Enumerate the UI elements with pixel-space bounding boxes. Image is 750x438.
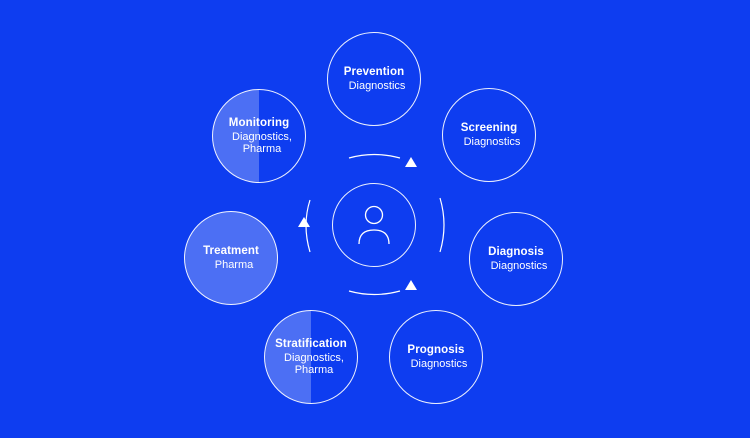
stage-title: Treatment [203, 244, 259, 257]
cycle-arrow-bottom-right [405, 280, 417, 290]
stage-subtitle: Pharma [214, 258, 254, 271]
stage-subtitle: Diagnostics [348, 79, 406, 92]
cycle-arc-top [348, 153, 401, 159]
stage-title: Prevention [343, 65, 405, 78]
cycle-arrow-left [298, 217, 310, 227]
stage-title: Screening [460, 121, 518, 134]
stage-title: Monitoring [228, 116, 290, 129]
stage-subtitle: Diagnostics, Pharma [284, 351, 344, 377]
stage-title: Prognosis [407, 343, 465, 356]
stage-title: Diagnosis [488, 245, 544, 258]
stage-subtitle: Diagnostics [410, 357, 468, 370]
stage-title: Stratification [275, 337, 347, 350]
cycle-arc-bottom [348, 290, 401, 296]
cycle-arrow-top-right [405, 157, 417, 167]
patient-center-circle [332, 183, 416, 267]
cycle-arc-right [439, 197, 445, 253]
stage-subtitle: Diagnostics [463, 135, 521, 148]
person-icon [358, 205, 390, 245]
stage-subtitle: Diagnostics, Pharma [232, 130, 292, 156]
stage-subtitle: Diagnostics [490, 259, 548, 272]
